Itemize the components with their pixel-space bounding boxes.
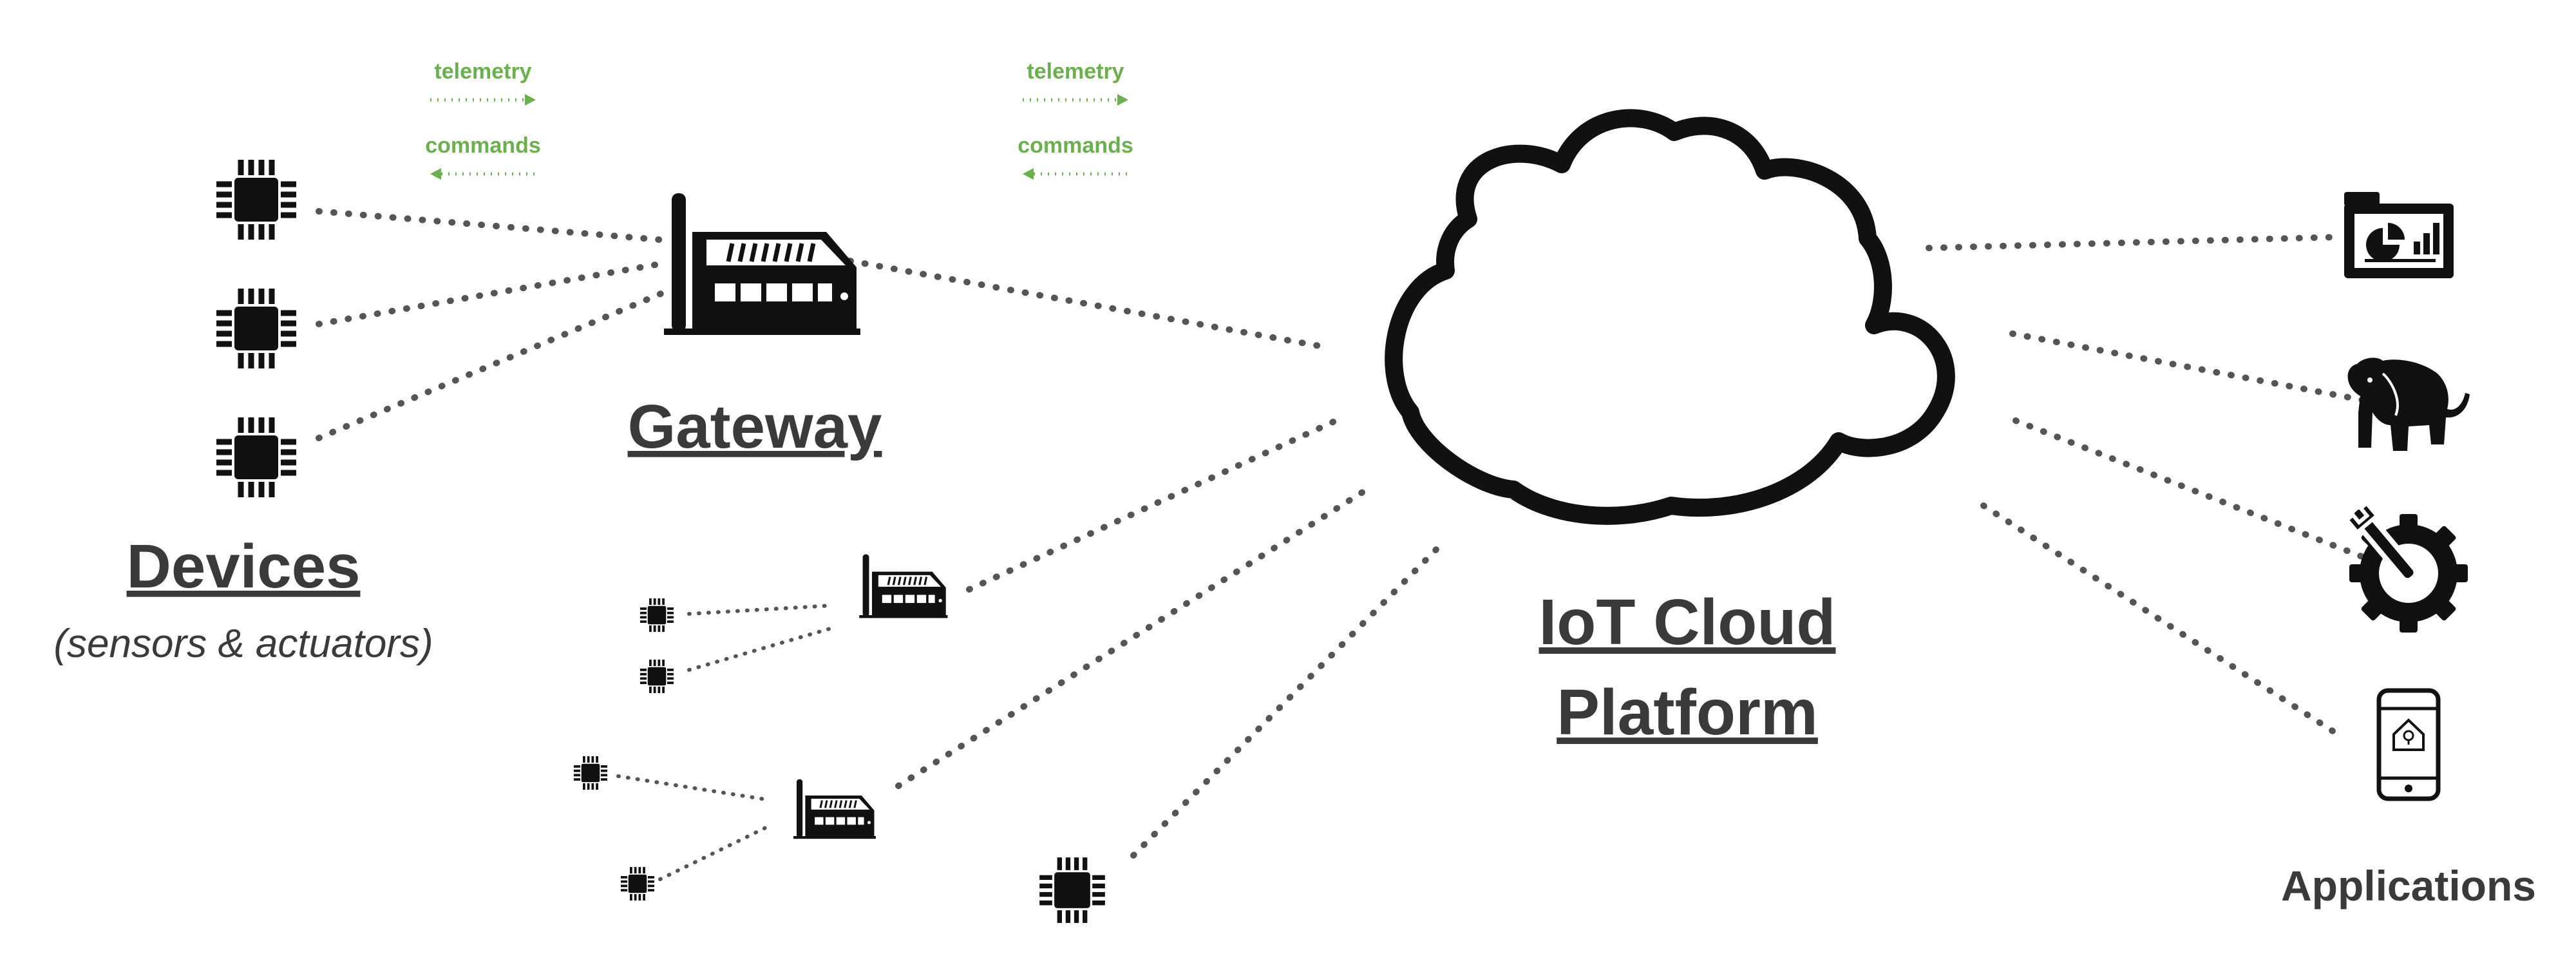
devices-subtitle: (sensors & actuators) (53, 622, 433, 666)
link-gateway-cloud (847, 258, 1333, 351)
commands-label: commands (1018, 133, 1133, 158)
chip-icon (639, 658, 675, 694)
chip-icon (620, 866, 656, 902)
commands-label: commands (425, 133, 541, 158)
chip-icon (216, 289, 296, 368)
smartphone-icon (2376, 688, 2441, 801)
router-icon (792, 778, 877, 840)
link-cloud-mobile (1980, 502, 2341, 738)
cloud-icon (1385, 109, 1955, 525)
chip-icon (216, 417, 296, 497)
link-device-cloud (1130, 537, 1449, 859)
arrow-right-icon (525, 94, 536, 106)
link-device1-gateway (316, 208, 670, 243)
applications-title: Applications (2281, 862, 2536, 910)
applications-group: Applications (2281, 192, 2536, 910)
link-small-gateway1-cloud (966, 419, 1336, 593)
link-device2-gateway (316, 260, 670, 327)
link-cloud-dashboard (1926, 234, 2341, 251)
arrow-right-icon (1117, 94, 1128, 106)
chip-icon (573, 755, 609, 791)
elephant-icon (2347, 357, 2470, 451)
link-cloud-bigdata (2009, 330, 2380, 406)
telemetry-label: telemetry (434, 59, 531, 84)
link-small-gateway2-cloud (895, 483, 1375, 789)
chip-icon (639, 597, 675, 633)
telemetry-label: telemetry (1027, 59, 1124, 84)
link-device3-gateway (316, 285, 676, 441)
chip-icon (1039, 857, 1105, 923)
link-small-device-a (687, 604, 834, 616)
cloud-title-line2: Platform (1557, 676, 1818, 748)
devices-title: Devices (127, 532, 361, 601)
link-small-device-d (658, 824, 772, 881)
legend-left: telemetry commands (425, 59, 541, 180)
cloud-group: IoT Cloud Platform (1385, 109, 1955, 748)
small-gateways-group (573, 553, 1105, 923)
arrow-left-icon (1023, 168, 1034, 180)
arrow-left-icon (430, 168, 441, 180)
chip-icon (216, 160, 296, 240)
dashboard-icon (2344, 192, 2454, 278)
gateway-title: Gateway (628, 392, 882, 461)
gateway-group: Gateway (628, 193, 882, 461)
cloud-title-line1: IoT Cloud (1539, 586, 1836, 658)
router-icon (664, 193, 860, 335)
connection-lines (316, 208, 2380, 881)
devices-group: Devices (sensors & actuators) (53, 160, 433, 666)
wrench-gear-icon (2344, 500, 2468, 633)
legend-right: telemetry commands (1018, 59, 1133, 180)
link-small-device-c (616, 774, 772, 802)
link-small-device-b (687, 626, 834, 672)
router-icon (858, 553, 949, 620)
link-cloud-management (2012, 417, 2367, 560)
